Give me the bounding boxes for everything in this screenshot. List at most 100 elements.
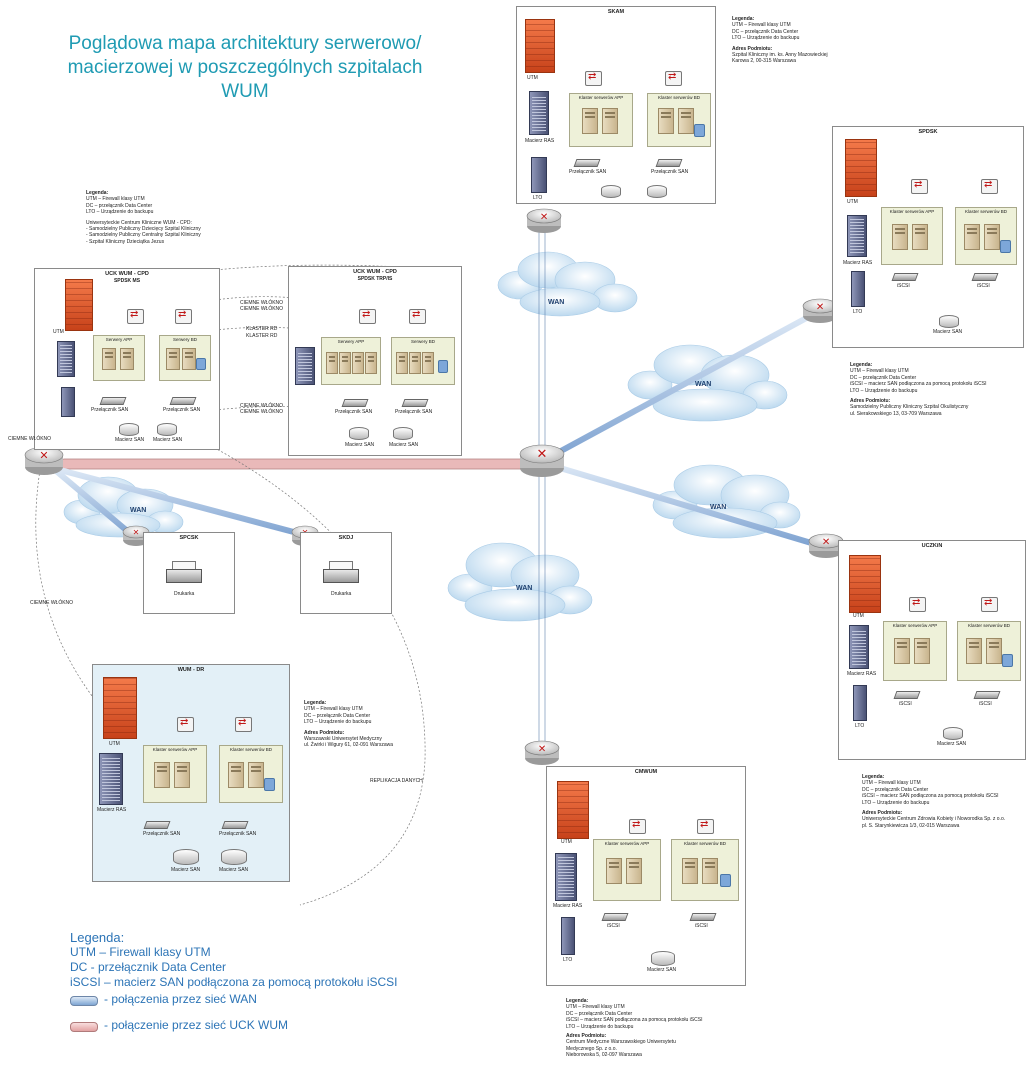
dc-switch-icon	[911, 179, 928, 194]
server-icon	[892, 224, 908, 250]
dc-switch-icon	[585, 71, 602, 86]
san-array-icon	[157, 423, 177, 436]
wan-label: WAN	[710, 504, 727, 511]
db-servers: Serwery BD	[159, 335, 211, 381]
dc-switch-icon	[359, 309, 376, 324]
san-array-icon	[601, 185, 621, 198]
dc-switch-icon	[177, 717, 194, 732]
firewall-icon	[525, 19, 555, 73]
server-icon	[182, 348, 196, 370]
server-icon	[984, 224, 1000, 250]
wan-label: WAN	[695, 381, 712, 388]
san-array-icon	[349, 427, 369, 440]
dc-switch-icon	[981, 597, 998, 612]
san-switch-icon	[221, 821, 249, 829]
server-icon	[702, 858, 718, 884]
legend-iscsi: iSCSI – macierz SAN podłączona za pomocą…	[70, 975, 398, 989]
server-icon	[409, 352, 421, 374]
ras-array-icon	[849, 625, 869, 669]
iscsi-switch-icon	[971, 273, 999, 281]
site-cmwum: CMWUM UTM Macierz RAS LTO Klaster serwer…	[546, 766, 746, 986]
server-icon	[986, 638, 1002, 664]
db-cluster: Klaster serwerów BD	[671, 839, 739, 901]
san-array-icon	[173, 849, 199, 865]
server-icon	[166, 348, 180, 370]
san-array-icon	[647, 185, 667, 198]
san-switch-icon	[573, 159, 601, 167]
lto-icon	[851, 271, 865, 307]
svg-text:✕: ✕	[816, 302, 824, 313]
ras-array-icon	[295, 347, 315, 385]
wan-links	[52, 227, 821, 748]
iscsi-switch-icon	[973, 691, 1001, 699]
lto-icon	[61, 387, 75, 417]
storage-icon	[694, 124, 705, 137]
server-icon	[422, 352, 434, 374]
storage-icon	[196, 358, 206, 370]
wan-label: WAN	[516, 585, 533, 592]
server-icon	[102, 348, 116, 370]
server-icon	[894, 638, 910, 664]
svg-text:✕: ✕	[538, 744, 546, 755]
svg-text:✕: ✕	[540, 212, 548, 223]
site-spdsk: SPDSK UTM Macierz RAS LTO Klaster serwer…	[832, 126, 1024, 348]
server-icon	[326, 352, 338, 374]
app-cluster: Klaster serwerów APP	[883, 621, 947, 681]
server-icon	[602, 108, 618, 134]
san-switch-icon	[401, 399, 429, 407]
san-array-icon	[651, 951, 675, 966]
dc-switch-icon	[909, 597, 926, 612]
san-array-icon	[119, 423, 139, 436]
iscsi-switch-icon	[891, 273, 919, 281]
app-servers: Serwery APP	[93, 335, 145, 381]
site-uczkin: UCZKiN UTM Macierz RAS LTO Klaster serwe…	[838, 540, 1026, 760]
legend-heading: Legenda:	[70, 930, 125, 945]
dc-switch-icon	[697, 819, 714, 834]
svg-text:✕: ✕	[537, 446, 548, 461]
server-icon	[352, 352, 364, 374]
san-switch-icon	[655, 159, 683, 167]
db-cluster: Klaster serwerów BD	[955, 207, 1017, 265]
legend-uck-row: - połączenie przez sieć UCK WUM	[70, 1018, 398, 1040]
printer-icon	[323, 561, 359, 583]
server-icon	[658, 108, 674, 134]
server-icon	[914, 638, 930, 664]
san-switch-icon	[341, 399, 369, 407]
server-icon	[966, 638, 982, 664]
wan-label: WAN	[130, 507, 147, 514]
site-uck-cpd-2: UCK WUM - CPD SPDSK TRP/IS Serwery APP S…	[288, 266, 462, 456]
storage-icon	[720, 874, 731, 887]
svg-text:✕: ✕	[133, 528, 140, 537]
main-legend: Legenda: UTM – Firewall klasy UTM DC - p…	[70, 930, 398, 1040]
storage-icon	[264, 778, 275, 791]
wan-cloud-bottom	[447, 542, 593, 622]
db-cluster: Klaster serwerów BD	[957, 621, 1021, 681]
san-switch-icon	[99, 397, 127, 405]
firewall-icon	[845, 139, 877, 197]
san-array-icon	[943, 727, 963, 740]
legend-wum: Legenda: UTM – Firewall klasy UTM DC – p…	[304, 700, 394, 749]
lto-icon	[853, 685, 867, 721]
server-icon	[174, 762, 190, 788]
san-array-icon	[393, 427, 413, 440]
svg-text:✕: ✕	[822, 537, 830, 548]
legend-cmwum: Legenda: UTM – Firewall klasy UTM DC – p…	[566, 998, 703, 1059]
server-icon	[912, 224, 928, 250]
site-uck-cpd: UCK WUM - CPD SPDSK MS UTM Serwery APP S…	[34, 268, 220, 450]
dc-switch-icon	[127, 309, 144, 324]
storage-icon	[1000, 240, 1011, 253]
server-icon	[964, 224, 980, 250]
san-switch-icon	[169, 397, 197, 405]
legend-spdsk: Legenda: UTM – Firewall klasy UTM DC – p…	[850, 362, 987, 417]
storage-icon	[438, 360, 448, 373]
server-icon	[228, 762, 244, 788]
app-cluster: Klaster serwerów APP	[569, 93, 633, 147]
iscsi-switch-icon	[689, 913, 717, 921]
site-wum-dr: WUM - DR UTM Macierz RAS Klaster serweró…	[92, 664, 290, 882]
legend-utm: UTM – Firewall klasy UTM	[70, 945, 211, 959]
server-icon	[396, 352, 408, 374]
db-cluster: Klaster serwerów BD	[647, 93, 711, 147]
dc-switch-icon	[175, 309, 192, 324]
dc-switch-icon	[629, 819, 646, 834]
